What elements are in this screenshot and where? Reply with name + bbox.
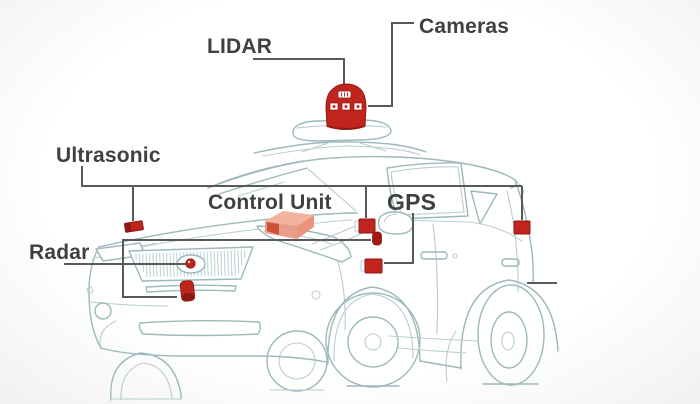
- cowl-small-sensor: [372, 231, 382, 246]
- label-ultrasonic: Ultrasonic: [56, 144, 161, 167]
- rear-edge: [514, 179, 534, 284]
- label-gps: GPS: [387, 189, 437, 215]
- bumper-radar-sensor: [179, 280, 196, 302]
- lidar-connector: [253, 58, 345, 86]
- roof-lidar-camera-dome: [325, 83, 367, 130]
- connector-lines: [64, 22, 557, 298]
- wheel-rear: [445, 284, 545, 386]
- ultrasonic-connector: [81, 166, 523, 221]
- side-mirror: [377, 211, 414, 235]
- gps-side-module: [360, 258, 383, 274]
- grille-radar-dot: [185, 258, 196, 269]
- cameras-connector: [368, 22, 414, 107]
- rear-wheel-arch: [460, 279, 559, 370]
- cowl-sensor: [354, 218, 376, 234]
- hood-ultrasonic-sensor: [123, 220, 144, 233]
- control-unit-module: [265, 211, 314, 239]
- front-wheel-arch: [327, 286, 421, 365]
- wheel-front-left: [110, 352, 182, 401]
- liftgate-seam: [506, 190, 519, 293]
- label-control-unit: Control Unit: [208, 191, 332, 214]
- radar-bracket-connector: [122, 239, 371, 298]
- sensor-markers: [123, 83, 531, 302]
- front-bumper: [88, 246, 327, 363]
- lower-intake: [138, 320, 261, 337]
- gps-connector: [384, 213, 414, 264]
- door-seam: [432, 223, 439, 335]
- label-lidar: LIDAR: [207, 35, 273, 58]
- chrome-strip: [145, 284, 237, 293]
- a-pillar: [207, 160, 304, 189]
- wheel-front-near: [325, 292, 421, 388]
- camera-windows-icon: [329, 102, 363, 111]
- door-handle-rear: [501, 258, 520, 267]
- rear-quarter-sensor: [513, 220, 531, 235]
- label-radar: Radar: [29, 241, 90, 264]
- roof-rail: [253, 141, 427, 154]
- door-handle-front: [420, 251, 448, 260]
- fog-light: [94, 302, 112, 320]
- label-cameras: Cameras: [419, 15, 510, 38]
- wheel-front-far: [266, 330, 328, 392]
- quarter-window: [470, 190, 498, 225]
